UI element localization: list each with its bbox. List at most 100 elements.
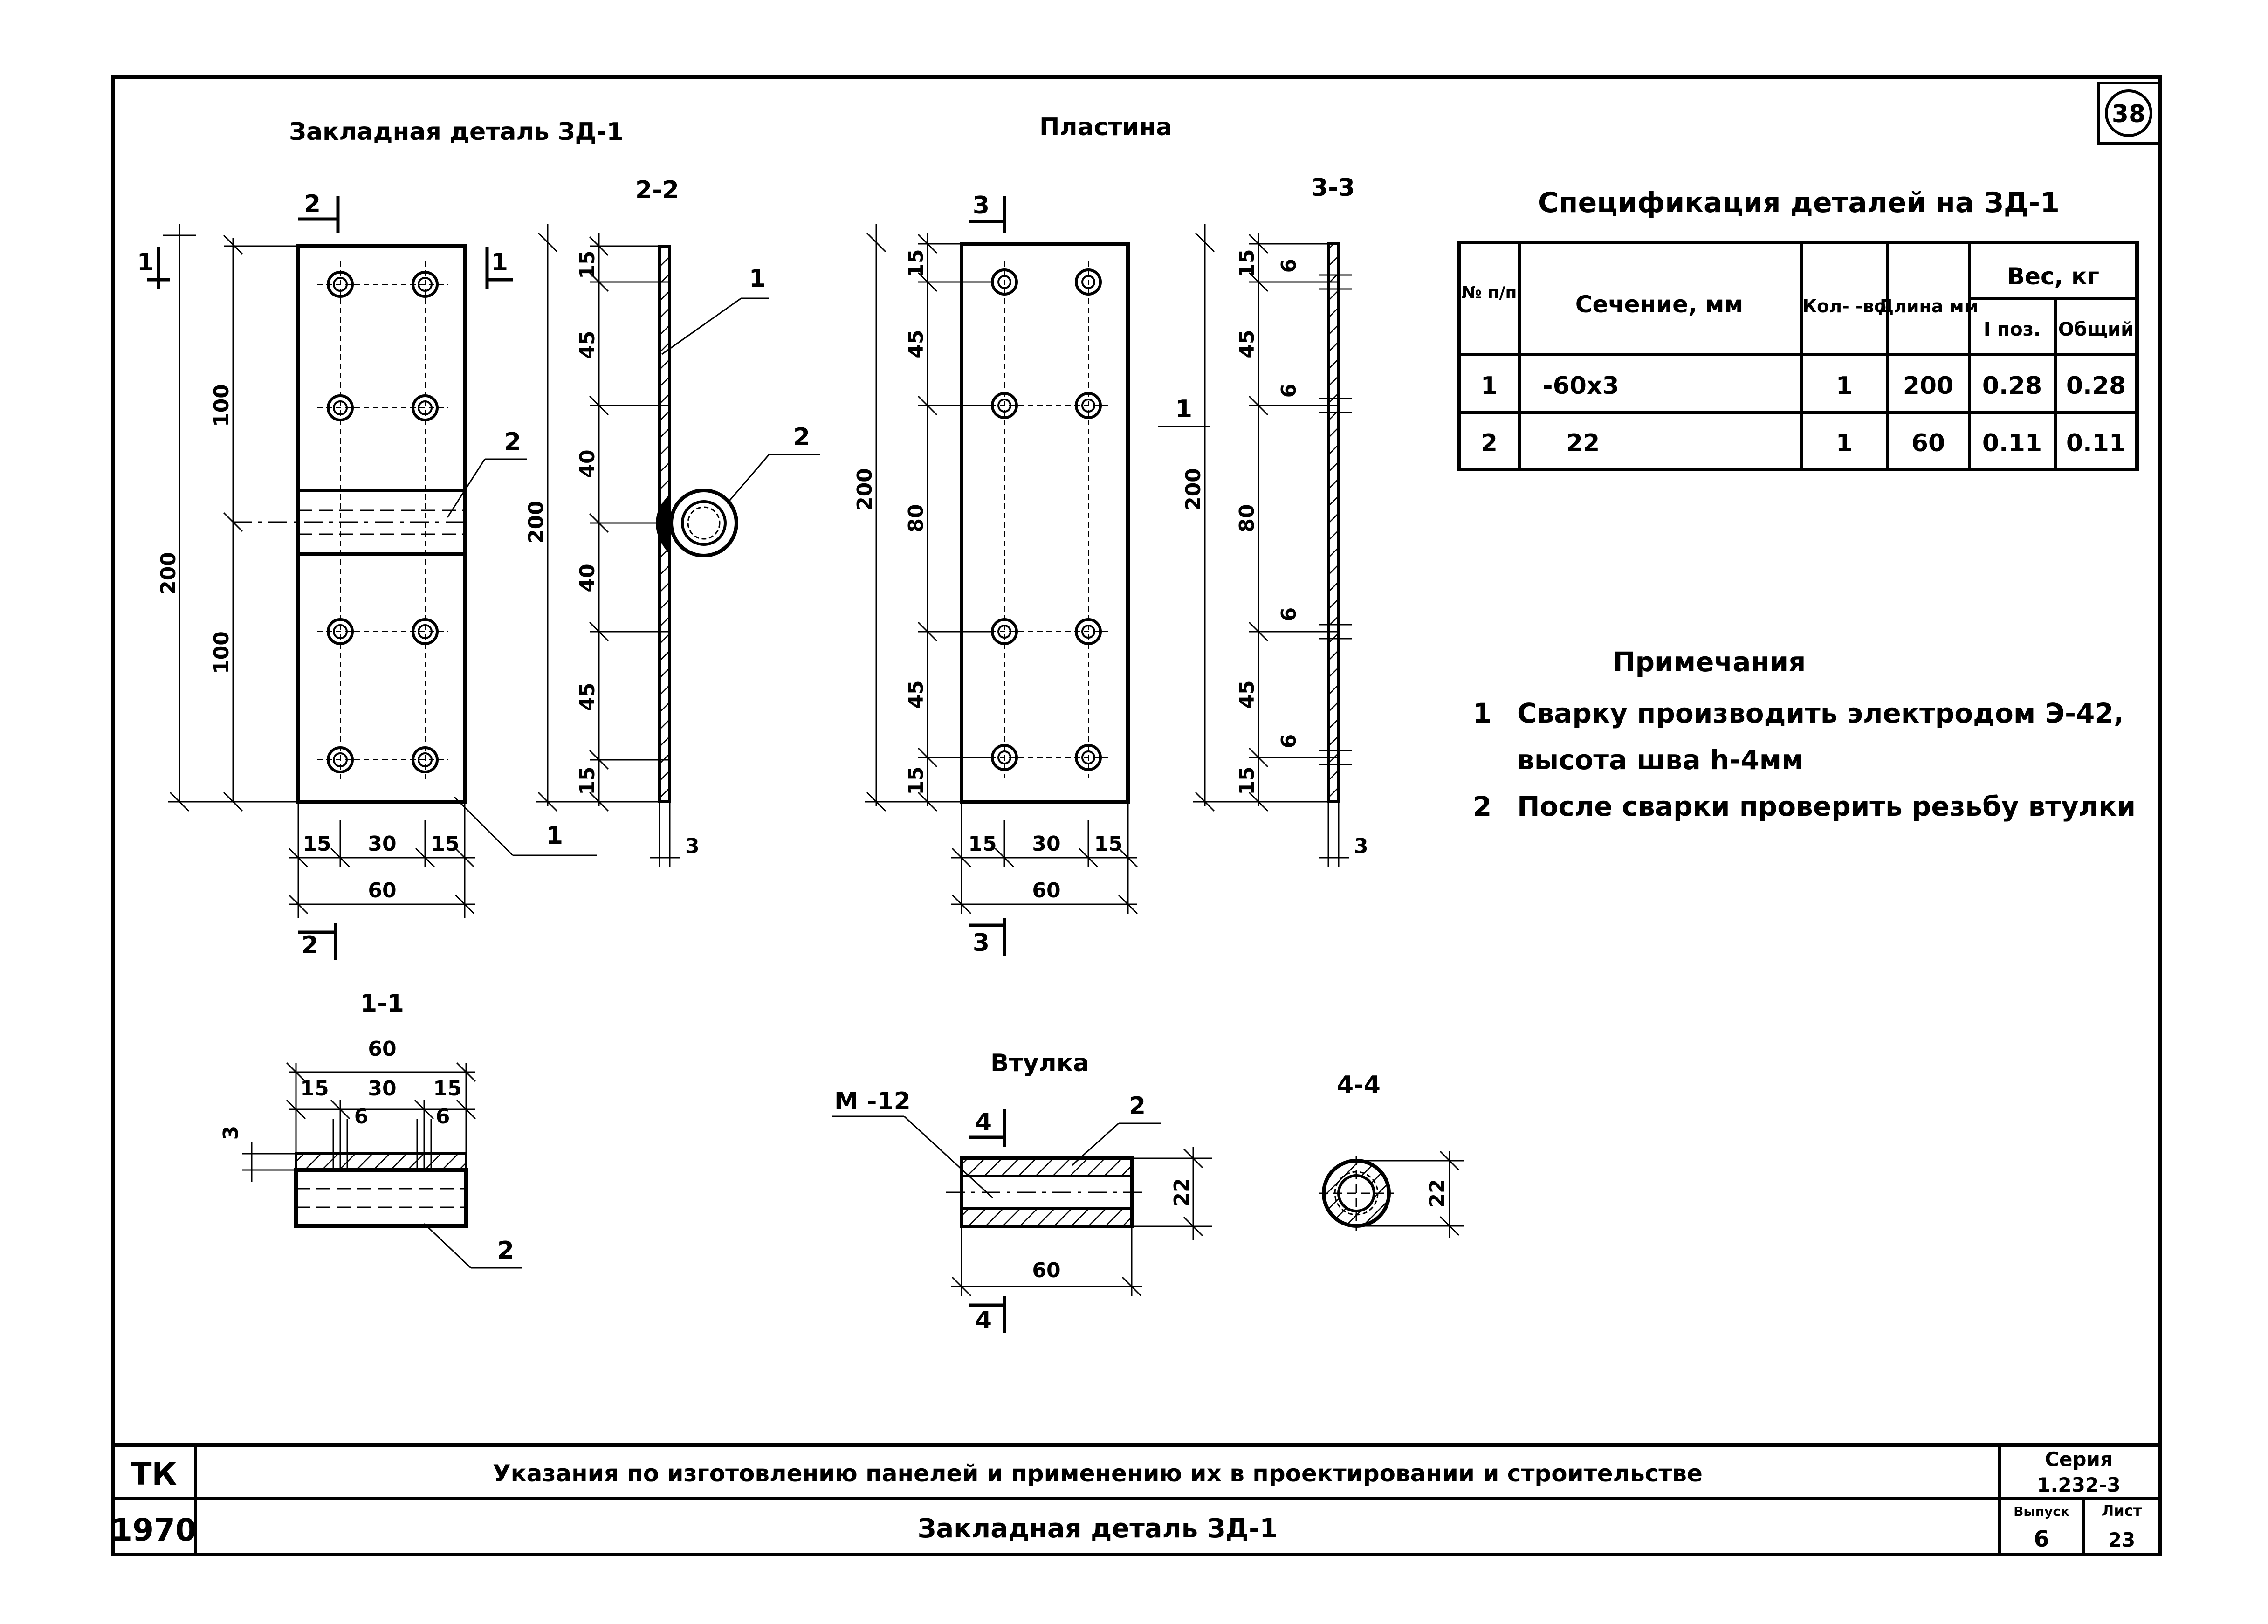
spec-header-length: Длина мм — [1878, 296, 1979, 317]
dim-15-pl-a: 15 — [904, 249, 928, 277]
dim-60-11: 60 — [368, 1037, 396, 1061]
spec-header-wt: Общий — [2058, 319, 2134, 340]
notes: Примечания 1 Сварку производить электрод… — [1473, 646, 2136, 822]
leader-2-11: 2 — [497, 1237, 514, 1265]
spec-row1-num: 1 — [1481, 372, 1498, 400]
sleeve-view: 4 4 M -12 2 60 22 — [832, 1087, 1212, 1335]
dim-3-11: 3 — [219, 1126, 243, 1140]
note-2-num: 2 — [1473, 791, 1491, 822]
section-1-1-label: 1-1 — [360, 990, 404, 1018]
spec-row2-length: 60 — [1911, 429, 1945, 457]
spec-row2-w1: 0.11 — [1982, 429, 2042, 457]
leader-2-22: 2 — [793, 423, 810, 451]
dim-6-33c: 6 — [1277, 607, 1301, 622]
plate-axis-mark-1: 1 — [1175, 395, 1192, 423]
stamp-year: 1970 — [111, 1512, 197, 1548]
spec-row2-num: 2 — [1481, 429, 1498, 457]
cut-mark-1-right: 1 — [491, 248, 508, 276]
dim-60-sleeve: 60 — [1032, 1259, 1060, 1282]
part-title: Закладная деталь ЗД-1 — [289, 118, 624, 146]
dim-15-pl-left: 15 — [968, 832, 997, 856]
section-1-1-view: 1-1 60 15 30 15 6 6 3 2 — [219, 990, 522, 1269]
stamp-series-value: 1.232-3 — [2037, 1473, 2121, 1496]
dim-30: 30 — [368, 832, 396, 856]
note-1-num: 1 — [1473, 697, 1491, 729]
spec-header-qty: Кол- -во — [1802, 296, 1886, 317]
dim-100-bottom: 100 — [210, 631, 234, 674]
dim-30-11: 30 — [368, 1077, 396, 1101]
dim-3-22: 3 — [685, 834, 700, 858]
thread-label: M -12 — [834, 1087, 911, 1115]
dim-45-pl-b: 45 — [904, 680, 928, 709]
spec-header-weight: Вес, кг — [2007, 263, 2099, 290]
dim-3-33: 3 — [1354, 834, 1368, 858]
dim-6-33d: 6 — [1277, 734, 1301, 749]
section-3-3-label: 3-3 — [1311, 174, 1355, 202]
stamp-issue-value: 6 — [2034, 1526, 2049, 1552]
dim-30-pl: 30 — [1032, 832, 1060, 856]
sleeve-cut-mark-4-bottom: 4 — [975, 1307, 992, 1335]
section-4-4-label: 4-4 — [1337, 1071, 1381, 1099]
plate-title: Пластина — [1039, 113, 1172, 141]
dim-15-22a: 15 — [576, 250, 599, 279]
dim-22-sleeve: 22 — [1170, 1178, 1194, 1206]
dim-15-right: 15 — [431, 832, 459, 856]
note-1b-text: высота шва h-4мм — [1517, 744, 1804, 776]
sheet-number-box: 38 — [2097, 82, 2160, 145]
plate-cut-mark-3-bottom: 3 — [973, 929, 990, 957]
section-4-4-view: 4-4 22 — [1319, 1071, 1464, 1238]
spec-header-w1: I поз. — [1984, 319, 2041, 340]
dim-45-33a: 45 — [1235, 330, 1259, 358]
dim-80-33: 80 — [1235, 504, 1259, 532]
leader-1-22: 1 — [749, 265, 766, 293]
leader-1-front: 1 — [546, 822, 563, 850]
cut-mark-2-bottom: 2 — [302, 931, 318, 959]
title-block: ТК 1970 Указания по изготовлению панелей… — [111, 1443, 2160, 1555]
dim-100-top: 100 — [210, 384, 234, 427]
dim-200: 200 — [157, 552, 180, 595]
dim-45-22a: 45 — [576, 330, 599, 359]
dim-15-22b: 15 — [576, 766, 599, 795]
spec-row1-qty: 1 — [1836, 372, 1853, 400]
spec-title: Спецификация деталей на ЗД-1 — [1538, 186, 2060, 219]
cut-mark-2-top: 2 — [304, 190, 321, 218]
sheet-frame — [111, 75, 2162, 1556]
note-2-text: После сварки проверить резьбу втулки — [1517, 791, 2136, 822]
stamp-sheet-value: 23 — [2108, 1528, 2135, 1551]
cut-mark-1-left: 1 — [137, 248, 154, 276]
dim-6-33b: 6 — [1277, 384, 1301, 398]
note-1-text: Сварку производить электродом Э-42, — [1517, 697, 2124, 729]
sleeve-title: Втулка — [990, 1049, 1089, 1077]
spec-header-num: № п/п — [1462, 283, 1517, 303]
dim-80-pl: 80 — [904, 504, 928, 532]
leader-2-front: 2 — [504, 428, 521, 456]
dim-15-left: 15 — [302, 832, 331, 856]
dim-15-33b: 15 — [1235, 766, 1259, 795]
spec-row2-qty: 1 — [1836, 429, 1853, 457]
dim-15-11-right: 15 — [433, 1077, 461, 1101]
dim-15-11-left: 15 — [300, 1077, 329, 1101]
spec-row2-section: 22 — [1566, 429, 1600, 457]
dim-22-44: 22 — [1425, 1179, 1449, 1207]
plate-cut-mark-3-top: 3 — [973, 192, 990, 220]
dim-15-pl-right: 15 — [1094, 832, 1122, 856]
plate-front-view: 3 3 1 15 45 80 45 15 200 15 30 15 60 — [853, 192, 1210, 957]
dim-40-22a: 40 — [576, 449, 599, 478]
dim-6-33a: 6 — [1277, 259, 1301, 273]
spec-header-num-a: № п/п — [1462, 283, 1517, 303]
section-2-2-view: 2-2 15 45 40 40 45 15 200 3 1 — [524, 176, 820, 867]
spec-table: Спецификация деталей на ЗД-1 № п/п Сечен… — [1457, 186, 2139, 471]
dim-45-33b: 45 — [1235, 680, 1259, 709]
dim-60: 60 — [368, 879, 396, 902]
dim-15-pl-b: 15 — [904, 766, 928, 795]
part-front-view: 100 100 200 15 30 15 60 2 1 1 2 2 1 — [137, 190, 597, 960]
dim-15-33a: 15 — [1235, 249, 1259, 277]
stamp-issue-label: Выпуск — [2014, 1504, 2069, 1519]
dim-40-22b: 40 — [576, 564, 599, 592]
spec-row1-section: -60x3 — [1543, 372, 1619, 400]
stamp-sheet-label: Лист — [2102, 1502, 2142, 1520]
stamp-series-label: Серия — [2045, 1448, 2113, 1471]
notes-title: Примечания — [1613, 646, 1806, 678]
dim-45-pl-a: 45 — [904, 330, 928, 358]
dim-6-11-left: 6 — [354, 1105, 369, 1129]
